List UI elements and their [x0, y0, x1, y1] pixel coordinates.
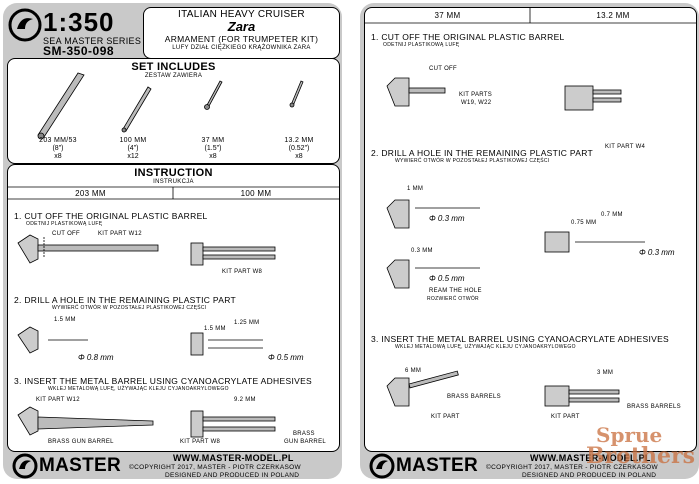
master-logo-text-right: MASTER — [396, 455, 479, 476]
step2-text: 2. Drill a hole in the remaining plastic… — [14, 295, 236, 305]
col-100-header: 100 mm — [240, 189, 272, 198]
r-dim-03: 0.3 mm — [411, 248, 433, 254]
r-ream1: ream the hole — [429, 288, 482, 294]
r-dim-6: 6 mm — [405, 368, 422, 374]
r-brass-barrels: brass barrels — [447, 394, 501, 400]
master-logo-text: MASTER — [39, 455, 122, 476]
step1-text: 1. Cut off the original plastic barrel — [14, 211, 208, 221]
r-step1-sub: Odetnij plastikową lufę — [383, 42, 460, 48]
barrels-illustration — [37, 72, 304, 140]
item-37-size: 37 mm — [201, 137, 225, 144]
step3-dim: 9.2 mm — [234, 397, 256, 403]
footer-url[interactable]: www.master-model.pl — [173, 453, 294, 463]
step2-dim3: 1.25 mm — [234, 320, 260, 326]
right-instruction-drawings — [365, 8, 696, 407]
r-drill-03a: Φ 0.3 mm — [429, 214, 465, 223]
r-kit-part: kit part — [431, 414, 460, 420]
item-37-qty: x8 — [209, 153, 217, 160]
step3-brass2-b: gun barrel — [284, 439, 327, 445]
item-100-qty: x12 — [127, 153, 139, 160]
step3-brass1: brass gun barrel — [48, 439, 114, 445]
r-part-w4: kit part W4 — [605, 144, 646, 150]
master-swirl-icon — [8, 8, 42, 42]
r-dim-3: 3 mm — [597, 370, 614, 376]
instruction-subtitle: Instrukcja — [153, 179, 194, 185]
r-part-w19: kit parts — [459, 92, 493, 98]
r-drill-05: Φ 0.5 mm — [429, 274, 465, 283]
r-footer-url[interactable]: www.master-model.pl — [530, 453, 651, 463]
step3-brass2-a: brass — [293, 431, 315, 437]
instruction-title: Instruction — [134, 167, 213, 179]
item-203-inch: (8") — [52, 145, 64, 152]
footer-copyright: ©Copyright 2017, MASTER - Piotr Czerkaso… — [129, 464, 301, 471]
r-drill-03b: Φ 0.3 mm — [639, 248, 675, 257]
item-13-inch: (0.52") — [288, 145, 310, 152]
step3-sub: Wklej metalową lufę, używając kleju cyja… — [48, 386, 229, 392]
r-step2-sub: Wywierć otwór w pozostałej plastikowej c… — [395, 158, 550, 164]
r-kit-part2: kit part — [551, 414, 580, 420]
title-line4: Lufy dział ciężkiego krążownika Zara — [172, 45, 311, 51]
item-100-size: 100 mm — [119, 137, 147, 144]
r-step3-text: 3. Insert the metal barrel using Cyanoac… — [371, 334, 670, 344]
item-13-size: 13.2 mm — [284, 137, 314, 144]
set-includes-panel: Set includes Zestaw zawiera 203 mm/53 (8… — [7, 58, 340, 164]
step3-text: 3. Insert the metal barrel using Cyanoac… — [14, 376, 313, 386]
set-title: Set includes — [131, 61, 216, 73]
master-logo-icon-right — [369, 453, 395, 479]
item-37-inch: (1.5") — [204, 145, 222, 152]
watermark-sprue: Sprue — [596, 423, 663, 447]
step1-cutoff: cut off — [52, 231, 80, 237]
col-13-header: 13.2 mm — [596, 11, 630, 20]
title-line3: ARMAMENT (for Trumpeter kit) — [164, 34, 319, 44]
r-dim-075: 0.75 mm — [571, 220, 597, 226]
r-dim-07: 0.7 mm — [601, 212, 623, 218]
step1-sub: Odetnij plastikową lufę — [26, 221, 103, 227]
footer-made: designed and produced in Poland — [165, 472, 300, 479]
step3-part-w8: kit part W8 — [180, 439, 221, 445]
r-brass-barrels2: brass barrels — [627, 404, 681, 410]
right-instruction-card: 37 mm 13.2 mm 1. Cut off the original pl… — [360, 3, 699, 479]
watermark-brothers: Brothers — [586, 443, 695, 469]
step2-dim1: 1.5 mm — [54, 317, 76, 323]
r-cutoff: cut off — [429, 66, 457, 72]
product-code: SM-350-098 — [43, 44, 115, 58]
r-dim-1mm: 1 mm — [407, 186, 424, 192]
step2-sub: Wywierć otwór w pozostałej plastikowej c… — [52, 305, 207, 311]
step2-dim2: 1.5 mm — [204, 326, 226, 332]
item-203-qty: x8 — [54, 153, 62, 160]
series-label: SEA MASTER SERIES — [43, 36, 142, 46]
r-step2-text: 2. Drill a hole in the remaining plastic… — [371, 148, 593, 158]
item-203-size: 203 mm/53 — [39, 137, 77, 144]
r-footer-copyright: ©Copyright 2017, MASTER - Piotr Czerkaso… — [486, 464, 658, 471]
r-step3-sub: Wklej metalową lufę, używając kleju cyja… — [395, 344, 576, 350]
col-203-header: 203 mm — [75, 189, 106, 198]
title-line2: Zara — [227, 19, 256, 34]
step2-drill2: Φ 0.5 mm — [268, 353, 304, 362]
instruction-panel: Instruction Instrukcja — [7, 164, 340, 452]
scale-label: 1:350 — [43, 7, 115, 37]
step3-part-w12: kit part W12 — [36, 397, 80, 403]
master-logo-icon — [12, 453, 38, 479]
r-ream2: Rozwierć otwór — [427, 296, 479, 302]
step1-part-w8: kit part W8 — [222, 269, 263, 275]
title-panel: Italian Heavy Cruiser Zara ARMAMENT (for… — [143, 7, 340, 59]
col-37-header: 37 mm — [434, 11, 461, 20]
title-line1: Italian Heavy Cruiser — [178, 9, 305, 20]
step2-drill1: Φ 0.8 mm — [78, 353, 114, 362]
r-step1-text: 1. Cut off the original plastic barrel — [371, 32, 565, 42]
left-instruction-card: 1:350 SEA MASTER SERIES SM-350-098 Itali… — [3, 3, 342, 479]
r-part-w19b: W19, W22 — [461, 100, 492, 106]
right-instruction-panel: 37 mm 13.2 mm 1. Cut off the original pl… — [364, 7, 697, 452]
step1-part-w12: kit part W12 — [98, 231, 142, 237]
set-subtitle: Zestaw zawiera — [144, 73, 203, 79]
item-13-qty: x8 — [295, 153, 303, 160]
item-100-inch: (4") — [127, 145, 139, 152]
instruction-drawings — [8, 186, 339, 438]
r-footer-made: designed and produced in Poland — [522, 472, 657, 479]
